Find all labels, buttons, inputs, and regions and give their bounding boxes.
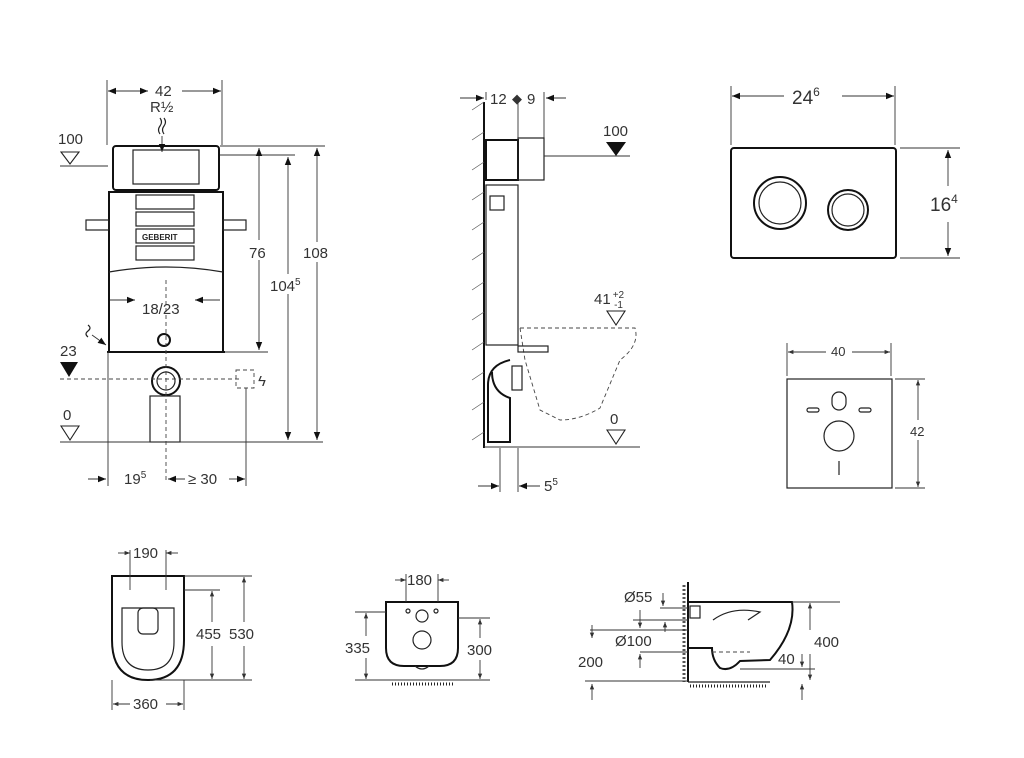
bowl-inner-length-label: 455	[196, 626, 221, 643]
bowl-width-label: 360	[133, 696, 158, 713]
offset-label: 195	[124, 470, 147, 488]
connection-label: R½	[150, 99, 174, 116]
bowl-inner-width-label: 190	[133, 545, 158, 562]
bowl-back-view: 180 335 300	[345, 572, 492, 686]
bowl-length-label: 530	[229, 626, 254, 643]
inlet-diameter-label: Ø55	[624, 589, 652, 606]
level-23-label: 23	[60, 343, 77, 360]
outlet-diameter-label: Ø100	[615, 633, 652, 650]
bowl-height-outer-label: 335	[345, 640, 370, 657]
height-108-label: 108	[303, 245, 328, 262]
mounting-plate-view: 40 42	[786, 343, 925, 489]
mounting-width-label: 40	[831, 344, 845, 359]
water-icon	[85, 324, 91, 338]
bowl-height-label: 400	[814, 634, 839, 651]
bowl-top-view: 190 455 530 360	[111, 545, 254, 713]
hole-spacing-label: 180	[407, 572, 432, 589]
bottom-offset-label: 55	[544, 477, 558, 495]
bowl-height-inner-label: 300	[467, 642, 492, 659]
power-icon: ϟ	[258, 373, 266, 390]
height-104-label: 1045	[270, 277, 301, 295]
separator-dot: ◆	[512, 91, 522, 106]
height-76-label: 76	[249, 245, 266, 262]
seat-height-label: 41+2-1	[594, 290, 625, 311]
wall-hatch	[471, 101, 485, 441]
side-level-0-label: 0	[610, 411, 618, 428]
width-label: 42	[155, 83, 172, 100]
water-depth-label: 40	[778, 651, 795, 668]
depth-a-label: 12	[490, 91, 507, 108]
bowl-side-view: Ø55 Ø100 200 400 40	[578, 582, 840, 700]
level-top-label: 100	[58, 131, 83, 148]
level-0-label: 0	[63, 407, 71, 424]
depth-b-label: 9	[527, 91, 535, 108]
side-view: 12 ◆ 9 100 41+2-1 0 55	[460, 91, 640, 495]
water-inlet-icon	[157, 117, 167, 135]
min-distance-label: ≥ 30	[188, 471, 217, 488]
plate-height-label: 164	[930, 192, 958, 216]
brand-logo: GEBERIT	[142, 233, 178, 242]
outlet-height-label: 200	[578, 654, 603, 671]
plate-width-label: 246	[792, 85, 820, 109]
flush-plate-view: 246 164	[730, 85, 960, 259]
mounting-height-label: 42	[910, 424, 924, 439]
side-level-top-label: 100	[603, 123, 628, 140]
front-view: 42 R½ GEBERIT ϟ 18/23 100	[58, 80, 334, 488]
spacing-label: 18/23	[142, 301, 180, 318]
